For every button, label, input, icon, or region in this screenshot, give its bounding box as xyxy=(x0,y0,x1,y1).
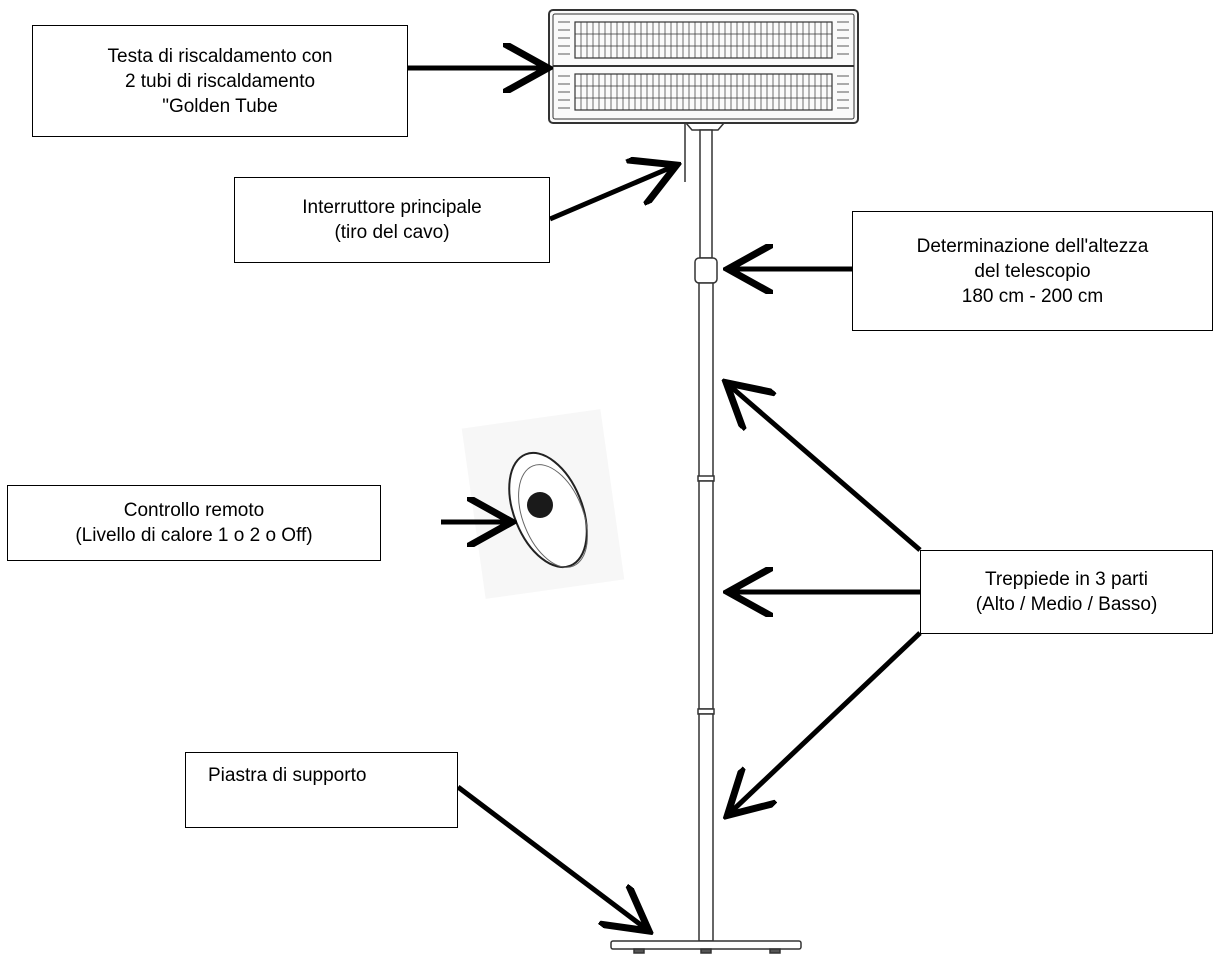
end-cap-right xyxy=(837,21,849,109)
label-main-switch: Interruttore principale (tiro del cavo) xyxy=(234,177,550,263)
arrow-tripod-upper xyxy=(730,386,922,552)
label-line: Interruttore principale xyxy=(302,197,482,218)
arrow-main-switch xyxy=(549,167,672,222)
label-tripod: Treppiede in 3 parti (Alto / Medio / Bas… xyxy=(920,550,1213,634)
label-line: Treppiede in 3 parti xyxy=(984,569,1148,590)
heating-tube-lower xyxy=(574,73,833,111)
label-remote-control: Controllo remoto (Livello di calore 1 o … xyxy=(7,485,381,561)
label-line: "Golden Tube xyxy=(162,95,278,117)
remote-power-button xyxy=(527,492,553,518)
heating-head xyxy=(548,9,859,124)
heating-tube-upper xyxy=(574,21,833,59)
label-line: Determinazione dell'altezza xyxy=(916,235,1149,257)
end-cap-left xyxy=(558,21,570,109)
head-bracket xyxy=(685,122,725,131)
label-line: 2 tubi di riscaldamento xyxy=(124,70,316,92)
pole-section-lower xyxy=(698,713,714,942)
arrow-base-plate xyxy=(456,785,645,928)
pole-section-middle xyxy=(698,480,714,710)
label-line: Piastra di supporto xyxy=(208,765,367,786)
label-line: (Livello di calore 1 o 2 o Off) xyxy=(75,525,313,546)
label-telescope-height: Determinazione dell'altezza del telescop… xyxy=(852,211,1213,331)
base-plate xyxy=(610,940,802,954)
height-adjust-collar xyxy=(694,257,718,284)
label-base-plate: Piastra di supporto xyxy=(185,752,458,828)
label-line: (Alto / Medio / Basso) xyxy=(975,594,1158,615)
telescopic-pole xyxy=(694,129,718,942)
label-line: 180 cm - 200 cm xyxy=(961,285,1104,307)
remote-control-device xyxy=(461,409,625,599)
pole-section-upper xyxy=(698,282,714,479)
label-line: Controllo remoto xyxy=(123,500,265,521)
label-line: (tiro del cavo) xyxy=(334,222,450,243)
pole-section-top xyxy=(699,129,713,259)
arrow-tripod-lower xyxy=(731,631,922,812)
label-line: Testa di riscaldamento con xyxy=(107,45,333,67)
leader-arrows xyxy=(408,68,922,928)
label-line: del telescopio xyxy=(974,260,1091,282)
label-heating-head: Testa di riscaldamento con 2 tubi di ris… xyxy=(32,25,408,137)
